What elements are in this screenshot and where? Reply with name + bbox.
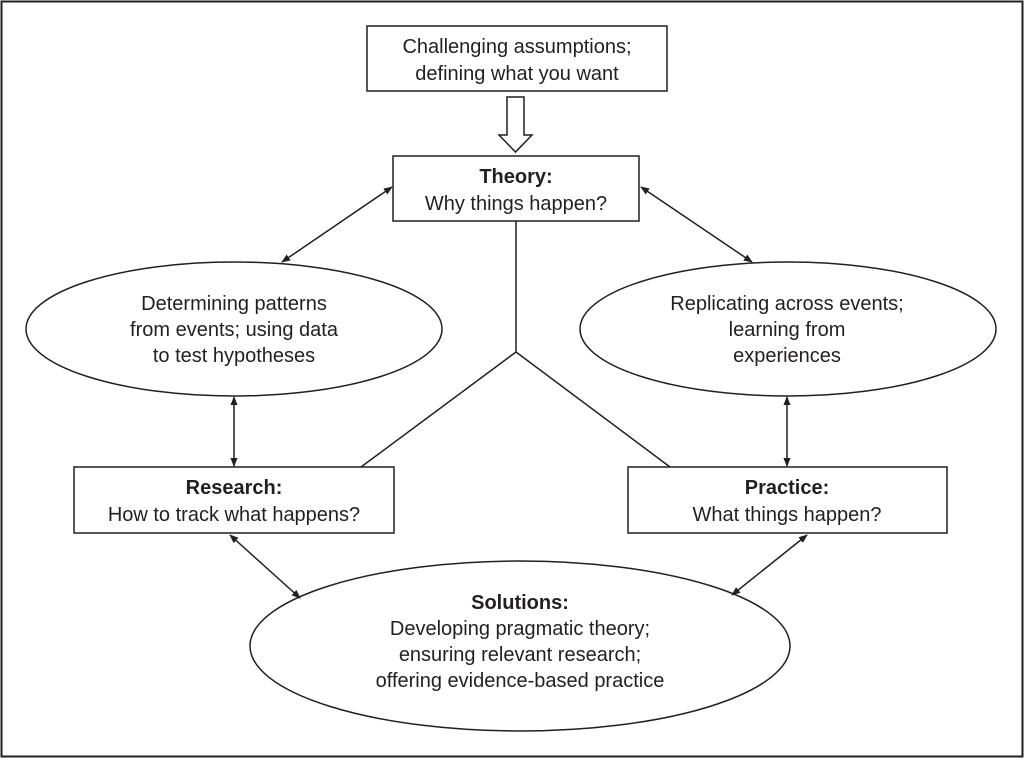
patterns-line-3: to test hypotheses <box>153 345 315 367</box>
assumptions-line-2: defining what you want <box>415 63 619 85</box>
patterns-ellipse: Determining patterns from events; using … <box>25 261 443 397</box>
solutions-title: Solutions: <box>471 592 569 614</box>
replicating-ellipse: Replicating across events; learning from… <box>579 261 997 397</box>
arrow-theory-replicating <box>640 186 753 263</box>
replicating-line-2: learning from <box>729 319 846 341</box>
theory-title: Theory: <box>479 166 552 188</box>
practice-box: Practice: What things happen? <box>627 466 948 534</box>
solutions-ellipse: Solutions: Developing pragmatic theory; … <box>249 560 791 732</box>
practice-title: Practice: <box>745 477 830 499</box>
patterns-line-2: from events; using data <box>130 319 339 341</box>
research-box: Research: How to track what happens? <box>73 466 395 534</box>
arrow-research-solutions <box>229 534 301 599</box>
theory-box: Theory: Why things happen? <box>392 155 640 222</box>
research-subtitle: How to track what happens? <box>108 504 360 526</box>
patterns-line-1: Determining patterns <box>141 293 327 315</box>
center-connector <box>360 221 671 468</box>
arrow-theory-patterns <box>281 186 393 263</box>
assumptions-line-1: Challenging assumptions; <box>402 36 631 58</box>
assumptions-box: Challenging assumptions; defining what y… <box>366 25 668 92</box>
hollow-down-arrow <box>497 96 534 154</box>
solutions-line-3: offering evidence-based practice <box>376 670 665 692</box>
arrow-practice-solutions <box>731 534 808 596</box>
research-title: Research: <box>186 477 283 499</box>
replicating-line-3: experiences <box>733 345 841 367</box>
theory-subtitle: Why things happen? <box>425 193 607 215</box>
practice-subtitle: What things happen? <box>692 504 881 526</box>
replicating-line-1: Replicating across events; <box>670 293 903 315</box>
solutions-line-1: Developing pragmatic theory; <box>390 618 650 640</box>
solutions-line-2: ensuring relevant research; <box>399 644 641 666</box>
